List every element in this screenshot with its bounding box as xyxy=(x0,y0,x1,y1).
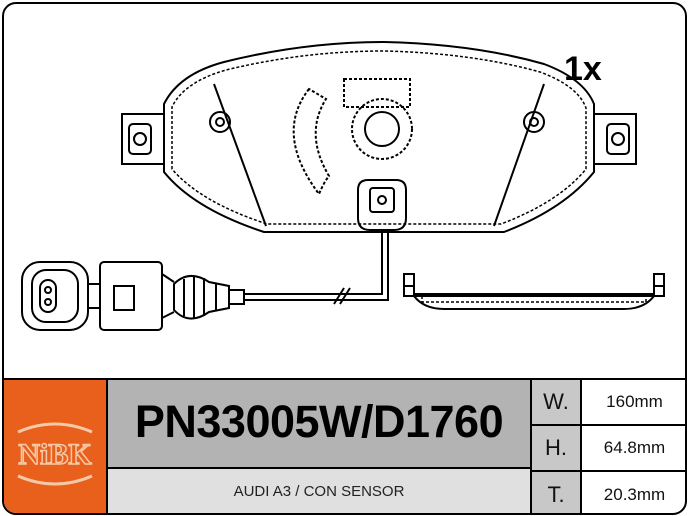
info-panel: NiBK PN33005W/D1760 AUDI A3 / CON SENSOR… xyxy=(4,378,685,513)
quantity-label: 1x xyxy=(564,50,602,88)
dimension-value: 20.3mm xyxy=(603,484,666,504)
dimension-value: 64.8mm xyxy=(603,438,666,457)
dimension-label: T. xyxy=(532,472,582,513)
svg-text:NiBK: NiBK xyxy=(18,438,92,471)
dimensions-table: W. 160mm H. 64.8mm T. 20.3mm xyxy=(530,380,685,513)
part-number-cell: PN33005W/D1760 xyxy=(108,380,530,469)
dimension-row-height: H. 64.8mm xyxy=(532,426,685,472)
brake-pad-drawing xyxy=(21,40,665,331)
nibk-logo-icon: NiBK xyxy=(17,422,93,486)
dimension-row-thickness: T. 20.3mm xyxy=(532,472,685,513)
brand-logo: NiBK xyxy=(4,380,108,513)
dimension-label: H. xyxy=(532,426,582,470)
part-number: PN33005W/D1760 xyxy=(134,396,504,447)
technical-drawing: 1x xyxy=(4,4,685,378)
dimension-row-width: W. 160mm xyxy=(532,380,685,426)
dimension-label: W. xyxy=(532,380,582,424)
dimension-value: 160mm xyxy=(606,392,663,411)
application-cell: AUDI A3 / CON SENSOR xyxy=(108,469,530,513)
application-text: AUDI A3 / CON SENSOR xyxy=(233,483,405,500)
